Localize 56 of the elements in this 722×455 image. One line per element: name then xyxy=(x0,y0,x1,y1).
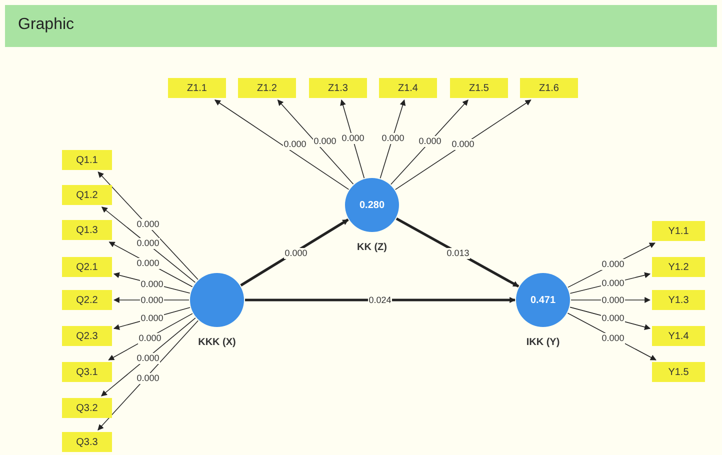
arrow xyxy=(277,100,354,185)
edge-label: 0.000 xyxy=(600,258,626,270)
indicator-box: Q3.2 xyxy=(62,398,112,418)
indicator-box: Q2.1 xyxy=(62,257,112,277)
arrow xyxy=(394,100,532,190)
edge-label: 0.000 xyxy=(136,258,160,268)
edge-label: 0.000 xyxy=(600,332,626,344)
indicator-box: Z1.6 xyxy=(520,78,578,98)
indicator-box: Y1.1 xyxy=(652,221,705,241)
edge-label: 0.000 xyxy=(136,352,160,364)
construct-name: IKK (Y) xyxy=(526,337,560,348)
edge-label: 0.000 xyxy=(140,278,164,290)
construct-name: KK (Z) xyxy=(357,242,387,253)
edge-label: 0.000 xyxy=(312,136,338,146)
edge-label: 0.000 xyxy=(600,294,626,306)
title: Graphic xyxy=(18,16,74,34)
indicator-box: Q3.3 xyxy=(62,432,112,452)
edge-label: 0.000 xyxy=(136,218,160,230)
edge-label: 0.000 xyxy=(136,372,160,384)
indicator-box: Q3.1 xyxy=(62,362,112,382)
arrow xyxy=(390,100,468,185)
indicator-box: Z1.5 xyxy=(450,78,508,98)
indicator-box: Y1.5 xyxy=(652,362,705,382)
r-squared-value: 0.280 xyxy=(359,200,385,210)
indicator-box: Q2.3 xyxy=(62,326,112,346)
edge-label: 0.000 xyxy=(340,132,366,144)
indicator-box: Z1.2 xyxy=(238,78,296,98)
edge-label: 0.000 xyxy=(140,294,164,306)
arrow xyxy=(245,297,516,303)
indicator-box: Q1.2 xyxy=(62,185,112,205)
edge-label: 0.000 xyxy=(380,132,406,144)
edge-label: 0.000 xyxy=(138,332,162,344)
indicator-box: Y1.2 xyxy=(652,257,705,277)
edge-label: 0.000 xyxy=(600,312,626,324)
indicator-box: Z1.4 xyxy=(379,78,437,98)
arrow xyxy=(214,100,350,190)
indicator-box: Z1.1 xyxy=(168,78,226,98)
edge-label: 0.000 xyxy=(600,278,626,288)
arrow xyxy=(98,172,198,280)
edge-label: 0.000 xyxy=(284,248,308,258)
indicator-box: Q2.2 xyxy=(62,290,112,310)
construct-name: KKK (X) xyxy=(198,337,236,348)
edge-label: 0.000 xyxy=(140,312,164,324)
indicator-box: Q1.3 xyxy=(62,220,112,240)
edge-label: 0.000 xyxy=(450,138,476,150)
indicator-box: Y1.4 xyxy=(652,326,705,346)
r-squared-value: 0.471 xyxy=(530,294,556,306)
edge-label: 0.013 xyxy=(446,248,470,258)
edge-label: 0.000 xyxy=(282,138,308,150)
edge-label: 0.024 xyxy=(368,294,392,306)
edge-label: 0.000 xyxy=(136,238,160,248)
indicator-box: Y1.3 xyxy=(652,290,705,310)
edge-label: 0.000 xyxy=(418,136,442,146)
arrow xyxy=(98,320,198,430)
indicator-box: Q1.1 xyxy=(62,150,112,170)
indicator-box: Z1.3 xyxy=(309,78,367,98)
